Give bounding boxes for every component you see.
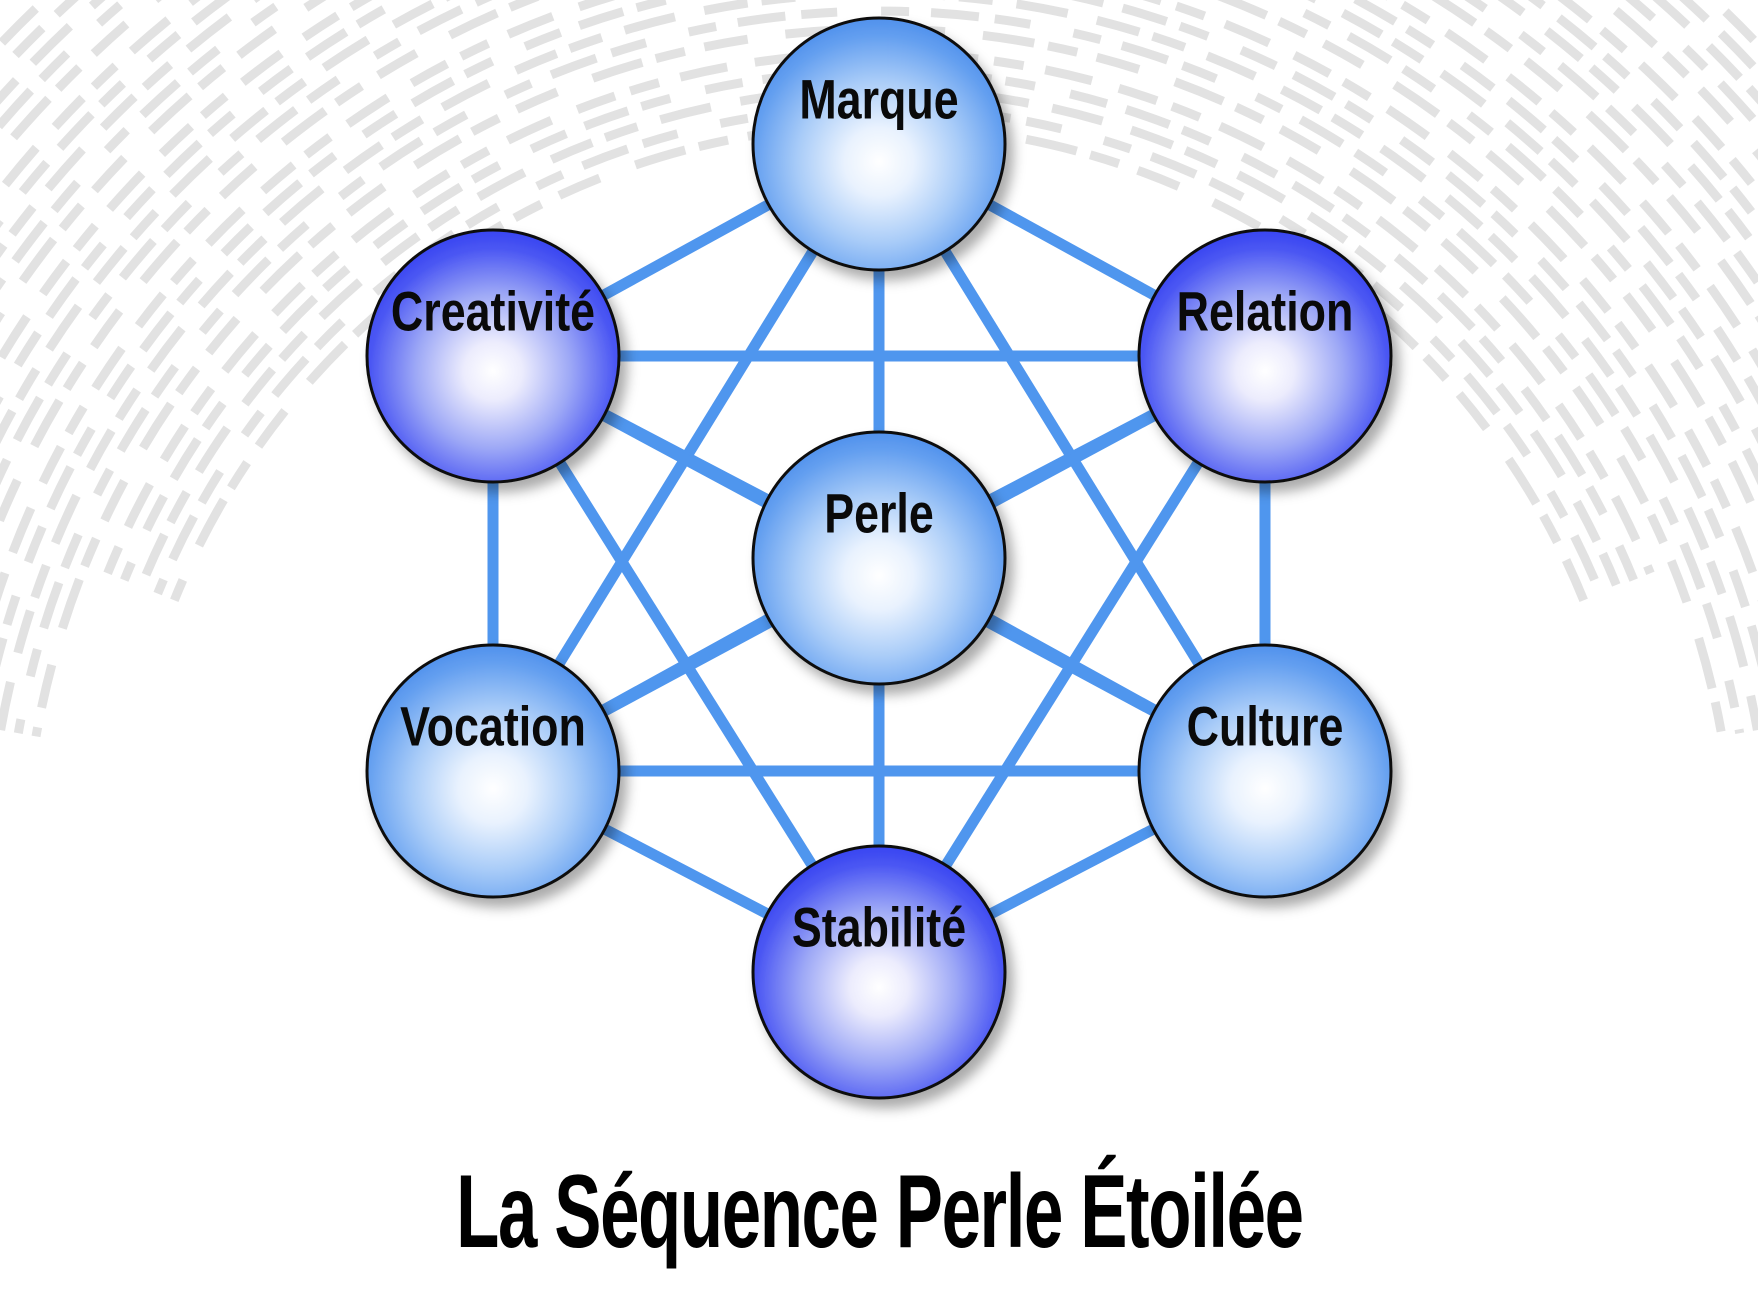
background-arc-2-2 — [0, 0, 1758, 445]
node-perle-label: Perle — [824, 482, 934, 545]
node-perle: Perle — [751, 430, 1007, 686]
node-stabilite-sphere — [751, 844, 1007, 1100]
node-vocation-sphere — [365, 643, 621, 899]
background-arc-1-1 — [13, 6, 1745, 734]
node-marque-sphere — [751, 16, 1007, 272]
background-arc-2-1 — [0, 0, 1758, 486]
node-relation-label: Relation — [1177, 280, 1354, 343]
background-arc-1-3 — [0, 0, 1758, 668]
background-arc-1-4 — [0, 0, 1758, 602]
background-arc-0-3 — [120, 66, 1638, 582]
node-stabilite: Stabilité — [751, 844, 1007, 1100]
diagram-title: La Séquence Perle Étoilée — [0, 1150, 1758, 1275]
diagram-title-text: La Séquence Perle Étoilée — [455, 1154, 1304, 1270]
node-culture-label: Culture — [1187, 695, 1344, 758]
node-creativite: Creativité — [365, 228, 621, 484]
node-relation-sphere — [1137, 228, 1393, 484]
node-culture: Culture — [1137, 643, 1393, 899]
node-vocation: Vocation — [365, 643, 621, 899]
node-perle-sphere — [751, 430, 1007, 686]
node-relation: Relation — [1137, 228, 1393, 484]
node-marque-label: Marque — [799, 68, 958, 131]
node-creativite-sphere — [365, 228, 621, 484]
background-arc-2-4 — [0, 0, 1758, 369]
background-arc-1-2 — [0, 0, 1758, 731]
node-marque: Marque — [751, 16, 1007, 272]
background-arc-0-1 — [153, 102, 1605, 596]
node-culture-sphere — [1137, 643, 1393, 899]
node-vocation-label: Vocation — [400, 695, 586, 758]
node-creativite-label: Creativité — [391, 280, 595, 343]
background-dashed-arcs — [0, 0, 1758, 738]
node-stabilite-label: Stabilité — [792, 896, 966, 959]
